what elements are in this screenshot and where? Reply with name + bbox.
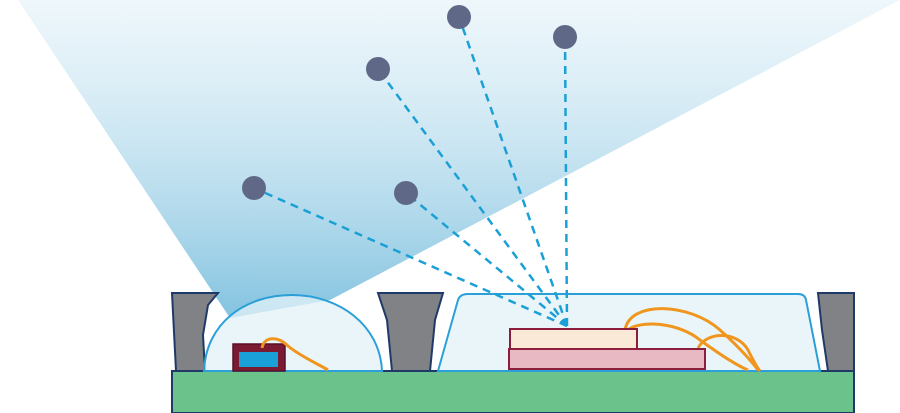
target-dot-icon bbox=[447, 5, 471, 29]
target-dot-icon bbox=[394, 181, 418, 205]
ray-3 bbox=[376, 68, 569, 327]
left-barrier bbox=[170, 292, 221, 372]
ray-1 bbox=[253, 186, 568, 328]
ray-5 bbox=[563, 36, 569, 327]
target-dot-icon bbox=[553, 25, 577, 49]
right-barrier bbox=[816, 292, 855, 372]
ray-2 bbox=[405, 192, 568, 327]
emitter-beam bbox=[18, 0, 900, 318]
center-barrier bbox=[376, 292, 445, 372]
emitter-chip-core bbox=[239, 352, 278, 367]
reflected-rays bbox=[253, 16, 569, 328]
target-dot-icon bbox=[366, 57, 390, 81]
sensor-bond-wire-3 bbox=[696, 334, 762, 372]
emitter-bond-wire bbox=[260, 337, 329, 372]
ray-4 bbox=[457, 16, 569, 327]
target-points bbox=[242, 5, 577, 205]
sensor-bond-wire-1 bbox=[623, 307, 760, 371]
sensor-die-bottom bbox=[508, 348, 706, 370]
substrate bbox=[171, 370, 855, 413]
sensor-die-top bbox=[509, 328, 638, 350]
sensor-bond-wire-2 bbox=[627, 322, 749, 372]
target-dot-icon bbox=[242, 176, 266, 200]
